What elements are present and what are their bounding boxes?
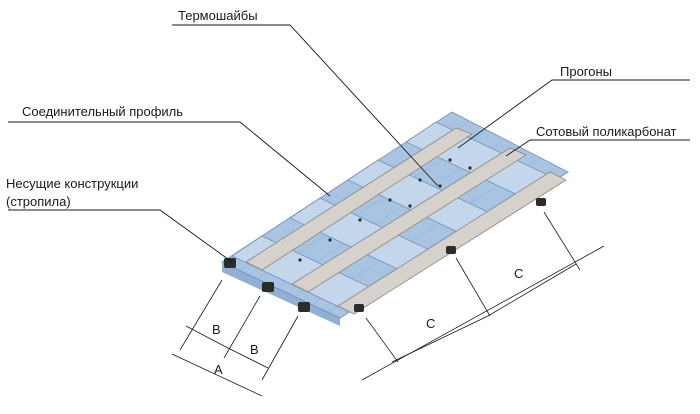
thermo-washers (298, 158, 472, 262)
label-connecting-profile: Соединительный профиль (22, 104, 183, 119)
dim-a: A (214, 362, 223, 377)
dimension-lines-left (171, 279, 299, 397)
polycarbonate-sheet (221, 111, 569, 326)
label-purlins: Прогоны (560, 64, 612, 79)
leader-lines (8, 24, 690, 263)
connecting-profiles (245, 127, 567, 315)
dimension-lines-right (361, 211, 605, 381)
dim-c1: C (426, 316, 435, 331)
rafter-ends (224, 198, 546, 312)
dim-b1: B (212, 322, 221, 337)
label-polycarbonate: Сотовый поликарбонат (536, 124, 677, 139)
label-thermo-washers: Термошайбы (178, 8, 258, 23)
dim-b2: B (250, 342, 259, 357)
label-load-bearing: Несущие конструкции (6, 176, 138, 191)
label-rafters: (стропила) (6, 194, 71, 209)
dim-c2: C (514, 266, 523, 281)
